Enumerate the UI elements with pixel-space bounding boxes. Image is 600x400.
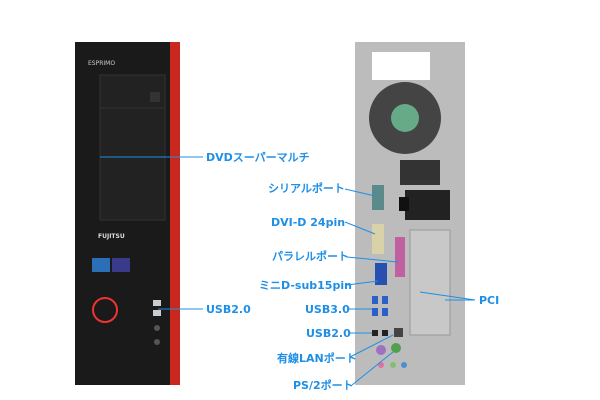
label-lan: 有線LANポート (277, 352, 357, 365)
label-dvi: DVI-D 24pin (271, 216, 346, 229)
label-vga: ミニD-sub15pin (259, 279, 352, 292)
label-parallel: パラレルポート (272, 250, 349, 263)
esprimo-badge: ESPRIMO (88, 60, 115, 67)
label-serial: シリアルポート (268, 182, 345, 195)
label-front-usb: USB2.0 (206, 303, 251, 316)
label-usb3: USB3.0 (305, 303, 350, 316)
label-ps2: PS/2ポート (293, 379, 354, 392)
back-tower (355, 42, 465, 385)
callout-lines (100, 156, 476, 386)
fujitsu-logo: FUJITSU (98, 233, 125, 240)
label-pci: PCI (479, 294, 500, 307)
label-usb2: USB2.0 (306, 327, 351, 340)
label-dvd: DVDスーパーマルチ (206, 151, 310, 164)
front-tower: ESPRIMO FUJITSU (75, 42, 180, 385)
